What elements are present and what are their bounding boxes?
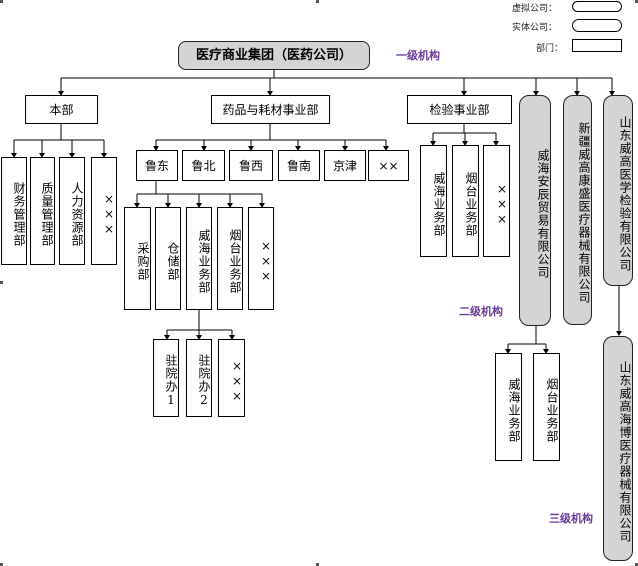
region-placeholder: ×× — [368, 150, 409, 181]
legend-entity-swatch — [572, 19, 622, 32]
ludong-child-purchasing: 采购部 — [124, 207, 151, 310]
inspect-child-weihai: 威海业务部 — [420, 145, 447, 257]
anchen-child-weihai: 威海业务部 — [495, 353, 522, 461]
region-jingjin: 京津 — [324, 150, 366, 181]
inspect-child-placeholder: ××× — [483, 145, 510, 257]
company-weihai-anchen: 威海安辰贸易有限公司 — [519, 95, 551, 326]
ludong-child-weihai: 威海业务部 — [186, 207, 212, 310]
company-shandong-lab: 山东威高医学检验有限公司 — [603, 95, 633, 286]
legend-entity-label: 实体公司： — [512, 23, 558, 33]
hq-child-hr: 人力资源部 — [59, 157, 85, 265]
region-ludong: 鲁东 — [136, 150, 178, 181]
page-corner-mark — [635, 563, 638, 566]
pharma-dept-node: 药品与耗材事业部 — [211, 95, 330, 124]
ludong-child-warehouse: 仓储部 — [155, 207, 181, 310]
legend-virtual-swatch — [572, 1, 622, 12]
page-corner-mark — [635, 0, 638, 3]
weihai-office-placeholder: ××× — [218, 339, 245, 417]
ludong-child-placeholder: ××× — [248, 207, 274, 310]
inspect-dept-node: 检验事业部 — [407, 95, 512, 124]
hq-child-finance: 财务管理部 — [1, 157, 27, 265]
inspect-child-yantai: 烟台业务部 — [452, 145, 479, 257]
region-lubei: 鲁北 — [182, 150, 225, 181]
page-corner-mark — [0, 0, 3, 3]
hq-child-quality: 质量管理部 — [30, 157, 55, 265]
anchen-child-yantai: 烟台业务部 — [533, 353, 560, 461]
legend-dept-label: 部门： — [536, 44, 564, 54]
page-corner-mark — [316, 563, 319, 566]
hq-child-placeholder: ××× — [91, 157, 117, 265]
legend-virtual-label: 虚拟公司： — [512, 4, 558, 14]
ludong-child-yantai: 烟台业务部 — [217, 207, 243, 310]
level-three-label: 三级机构 — [549, 512, 593, 525]
page-corner-mark — [0, 563, 3, 566]
level-one-label: 一级机构 — [396, 49, 440, 62]
hq-dept-node: 本部 — [25, 95, 98, 124]
page-corner-mark — [0, 281, 3, 284]
weihai-office-1: 驻院办1 — [153, 339, 179, 417]
page-corner-mark — [316, 0, 319, 3]
company-haibo: 山东威高海博医疗器械有限公司 — [603, 336, 633, 561]
company-xinjiang-kangsheng: 新疆威高康盛医疗器械有限公司 — [563, 95, 592, 325]
legend-dept-swatch — [572, 39, 622, 52]
region-lunan: 鲁南 — [278, 150, 320, 181]
region-luxi: 鲁西 — [229, 150, 273, 181]
weihai-office-2: 驻院办2 — [186, 339, 212, 417]
root-node: 医疗商业集团（医药公司） — [178, 41, 370, 70]
level-two-label: 二级机构 — [459, 305, 503, 318]
